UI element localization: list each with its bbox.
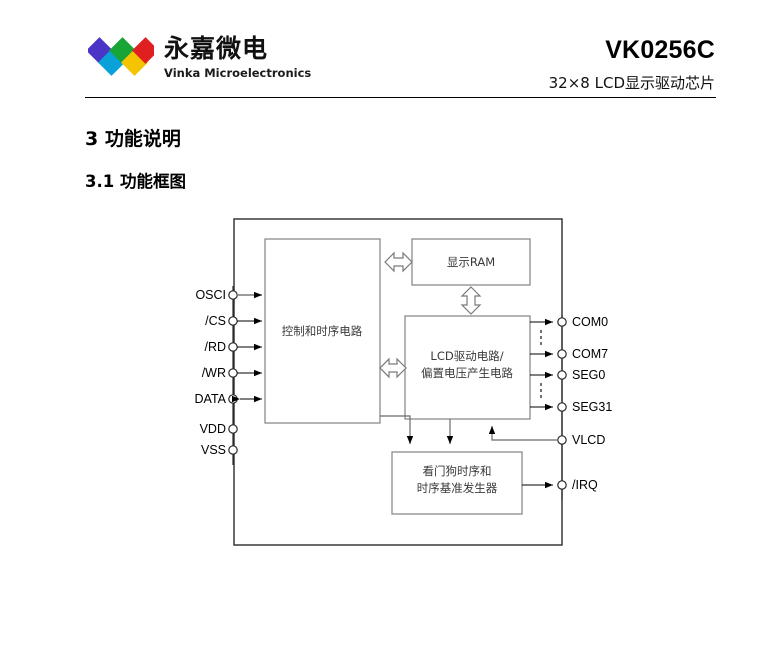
pin-circle-seg31 <box>557 402 567 412</box>
pin-circle-seg0 <box>557 370 567 380</box>
bus-control-to-lcd <box>379 357 407 379</box>
pin-circle-vss <box>228 445 238 455</box>
pin-label-rd: /RD <box>204 340 226 354</box>
page-header: 永嘉微电 Vinka Microelectronics VK0256C 32×8… <box>0 0 783 100</box>
pin-label-seg31: SEG31 <box>572 400 612 414</box>
pin-circle-wr <box>228 368 238 378</box>
block-lcd-driver-label-line1: LCD驱动电路/ <box>430 349 503 363</box>
pin-label-data: DATA <box>195 392 227 406</box>
part-number: VK0256C <box>605 36 715 64</box>
pin-circle-com0 <box>557 317 567 327</box>
block-watchdog-label-line2: 时序基准发生器 <box>417 481 498 495</box>
header-divider <box>85 97 716 98</box>
pin-circle-vdd <box>228 424 238 434</box>
pin-label-vdd: VDD <box>200 422 226 436</box>
block-display-ram <box>411 238 531 286</box>
vlcd-trace <box>488 426 558 441</box>
subsection-title: 3.1 功能框图 <box>85 172 186 191</box>
block-watchdog-label-line1: 看门狗时序和 <box>423 464 492 478</box>
logo-chinese-name: 永嘉微电 <box>164 34 269 63</box>
pin-circle-vlcd <box>557 435 567 445</box>
block-control-timing-label: 控制和时序电路 <box>282 324 363 338</box>
pin-label-osci: OSCI <box>195 288 226 302</box>
pin-label-vlcd: VLCD <box>572 433 605 447</box>
block-display-ram-label: 显示RAM <box>447 255 495 269</box>
logo-english-name: Vinka Microelectronics <box>164 66 312 80</box>
block-lcd-driver <box>404 315 531 420</box>
pin-label-com7: COM7 <box>572 347 608 361</box>
pin-circle-cs <box>228 316 238 326</box>
part-description: 32×8 LCD显示驱动芯片 <box>548 74 715 92</box>
pin-label-wr: /WR <box>202 366 226 380</box>
chip-boundary <box>233 218 563 546</box>
block-control-timing <box>264 238 381 424</box>
bus-control-to-ram <box>384 251 413 273</box>
pin-circle-irq <box>557 480 567 490</box>
pin-circle-rd <box>228 342 238 352</box>
pin-label-com0: COM0 <box>572 315 608 329</box>
pin-circle-data <box>228 394 238 404</box>
logo-diamonds-icon <box>88 37 154 76</box>
block-lcd-driver-label-line2: 偏置电压产生电路 <box>421 366 513 380</box>
pin-label-seg0: SEG0 <box>572 368 605 382</box>
trace-control-to-watchdog <box>380 415 414 444</box>
page-title: 3 功能说明 <box>85 128 181 150</box>
pin-label-cs: /CS <box>205 314 226 328</box>
pin-circle-com7 <box>557 349 567 359</box>
pin-label-vss: VSS <box>201 443 226 457</box>
company-logo: 永嘉微电 Vinka Microelectronics <box>88 33 318 91</box>
pin-label-irq: /IRQ <box>572 478 598 492</box>
pin-circle-osci <box>228 290 238 300</box>
bus-ram-to-lcd <box>460 286 482 315</box>
block-watchdog <box>391 451 523 515</box>
